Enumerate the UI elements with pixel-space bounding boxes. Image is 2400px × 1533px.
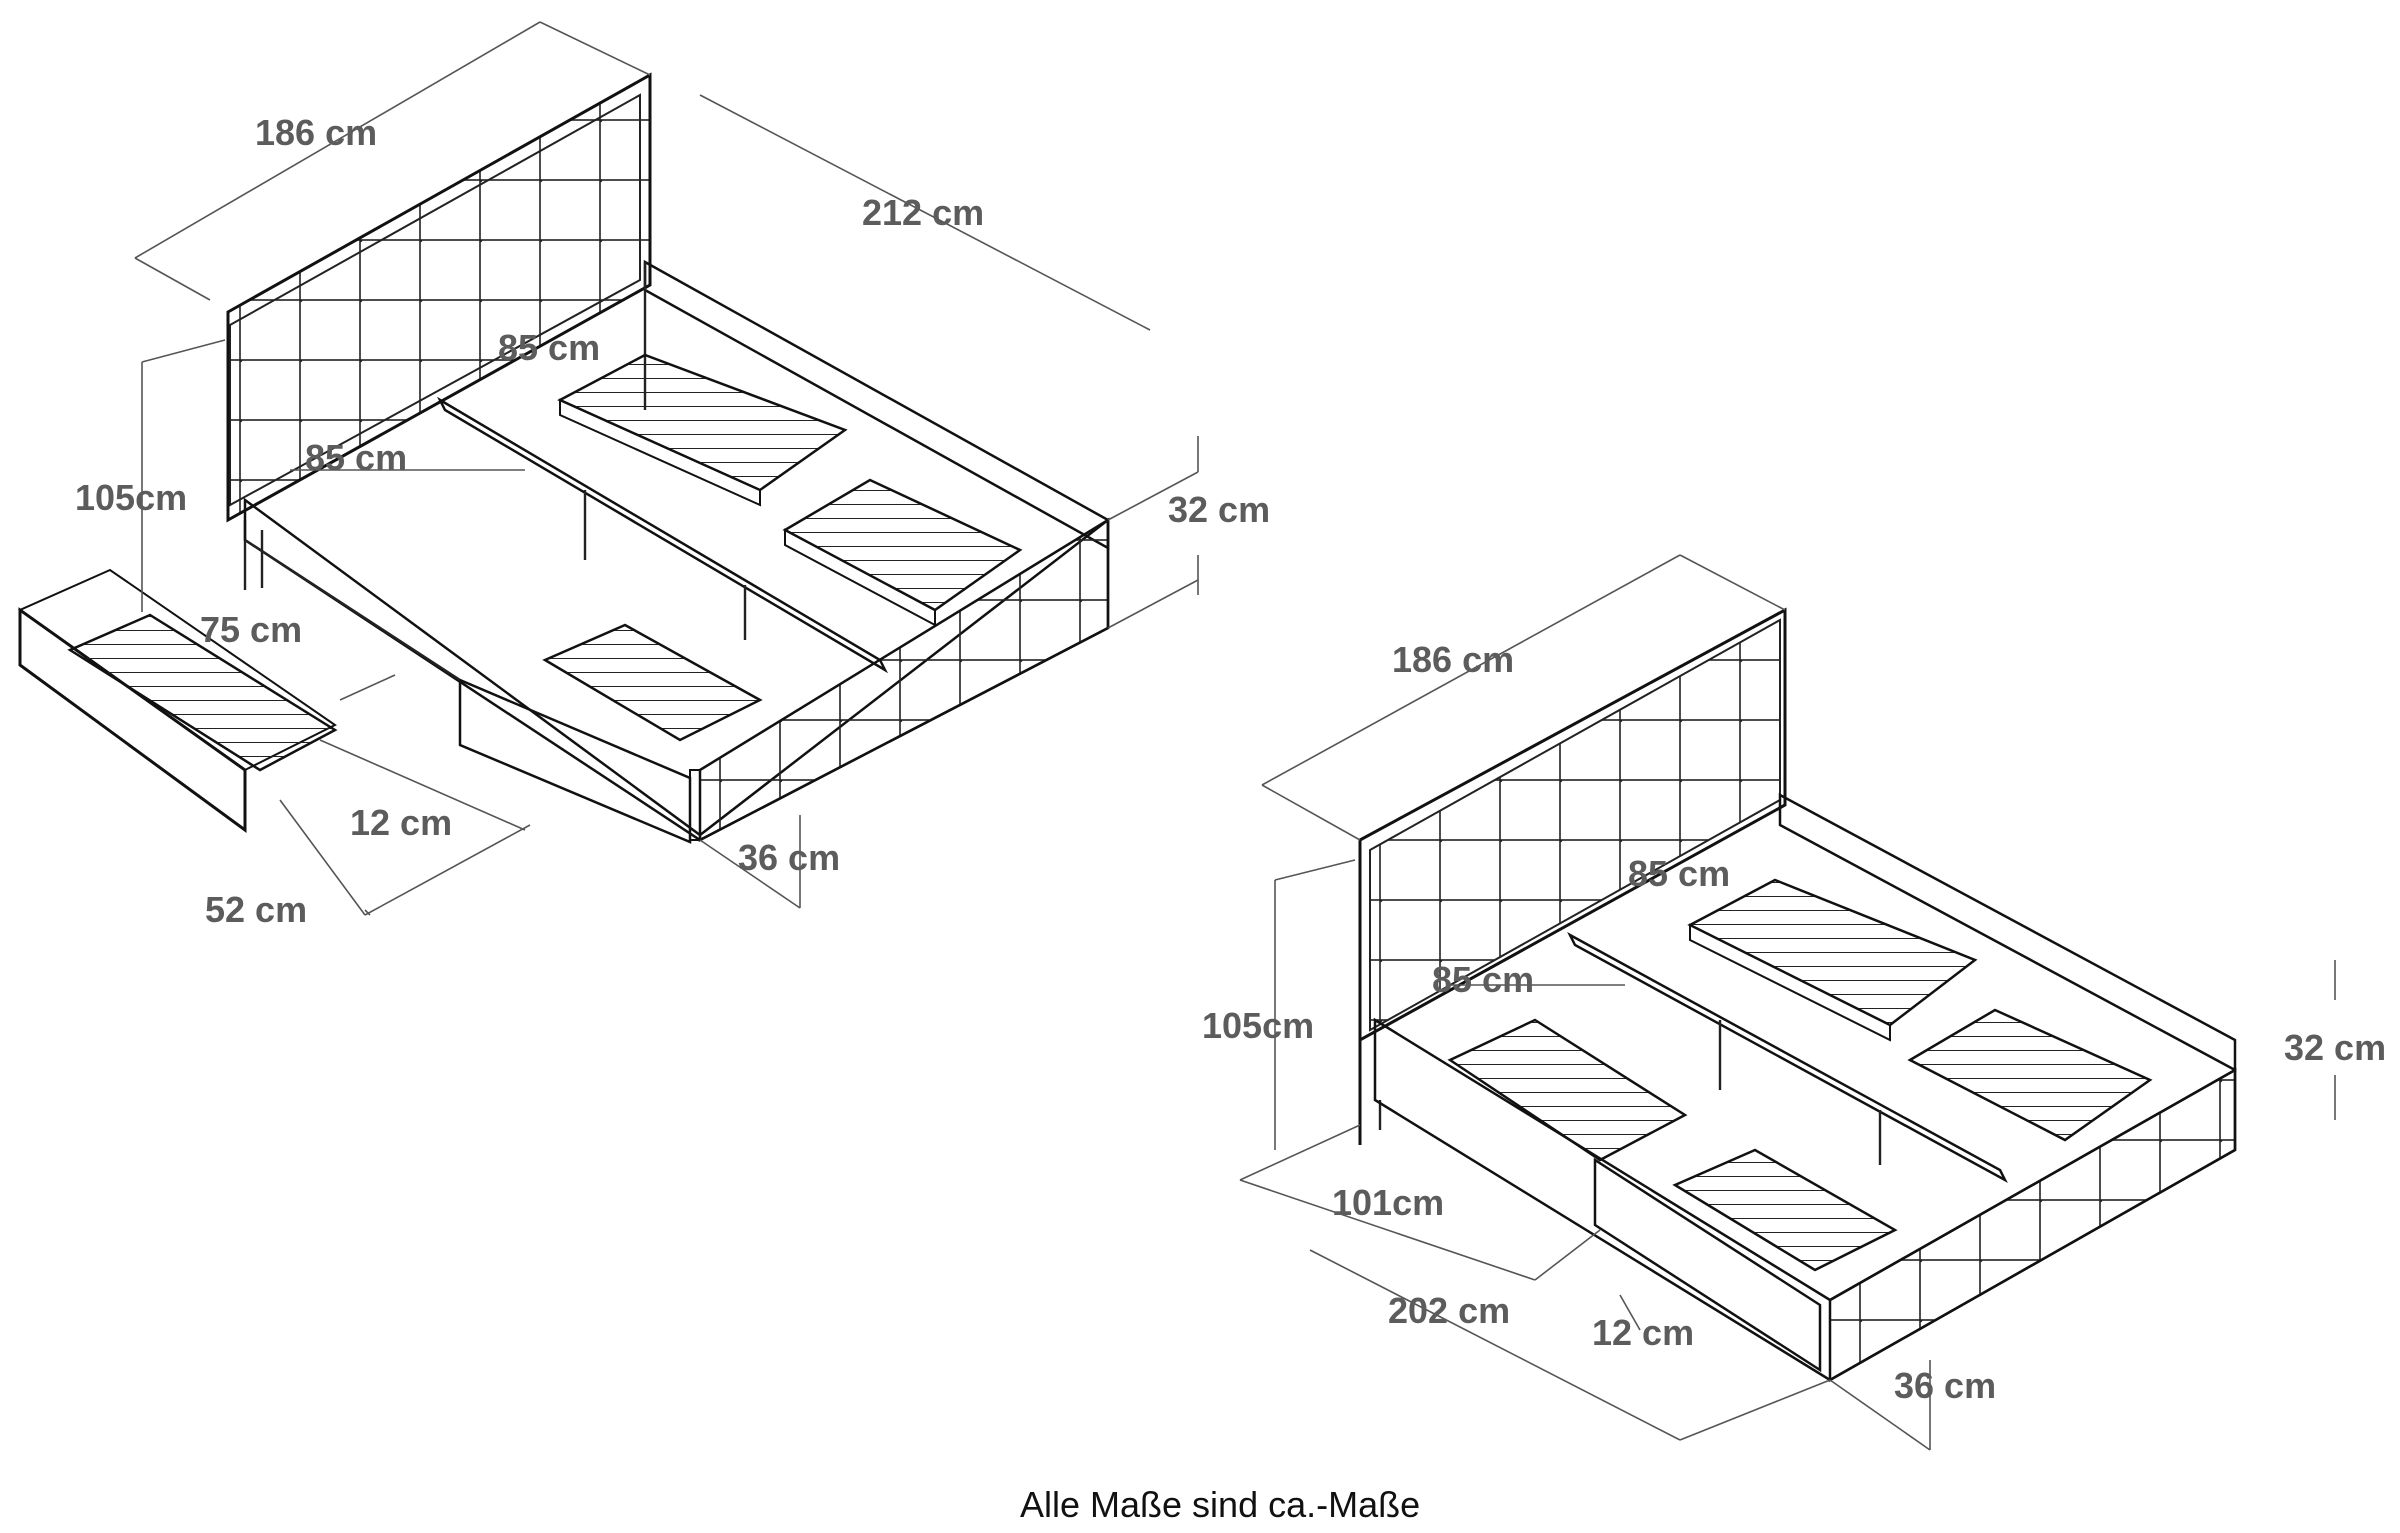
left-drawer-height-label: 12 cm: [350, 802, 452, 843]
caption: Alle Maße sind ca.-Maße: [1020, 1484, 1420, 1525]
right-drawer-back: [1687, 878, 1978, 1042]
left-dimension-lines: [134, 21, 1199, 916]
left-drawer-front: [542, 623, 763, 742]
right-drawer-left: [1447, 1018, 1688, 1162]
right-dimension-lines: [1239, 554, 2336, 1451]
right-center-beam: [1567, 931, 2008, 1184]
right-side-height-label: 32 cm: [2284, 1027, 2386, 1068]
right-drawer-front: [1672, 1148, 1898, 1272]
right-drawer-height-label: 12 cm: [1592, 1312, 1694, 1353]
right-half-length-label: 101cm: [1332, 1182, 1444, 1223]
left-drawer-back: [557, 353, 848, 507]
left-center-beam: [436, 396, 889, 674]
left-drawer-length-back-label: 85 cm: [498, 327, 600, 368]
left-bed-drawing: 186 cm 212 cm 85 cm 85 cm 105cm 32 cm 75…: [17, 21, 1270, 930]
right-length-label: 202 cm: [1388, 1290, 1510, 1331]
left-drawer-width-label: 75 cm: [200, 609, 302, 650]
left-headboard: [226, 72, 652, 590]
right-drawer-right: [1907, 1008, 2153, 1142]
left-side-height-label: 32 cm: [1168, 489, 1270, 530]
left-headboard-height-label: 105cm: [75, 477, 187, 518]
left-drawer-length-mid-label: 85 cm: [305, 437, 407, 478]
left-pulled-drawer: [17, 568, 338, 833]
left-drawer-depth-label: 52 cm: [205, 889, 307, 930]
right-bed-drawing: 186 cm 85 cm 85 cm 105cm 32 cm 101cm 202…: [1202, 554, 2386, 1451]
right-frame: [1373, 1017, 2237, 1383]
left-headboard-width-label: 186 cm: [255, 112, 377, 153]
left-frame-height-label: 36 cm: [738, 837, 840, 878]
right-headboard-width-label: 186 cm: [1392, 639, 1514, 680]
left-drawer-right: [782, 478, 1023, 627]
right-drawer-length-back-label: 85 cm: [1628, 853, 1730, 894]
right-headboard-height-label: 105cm: [1202, 1005, 1314, 1046]
left-length-label: 212 cm: [862, 192, 984, 233]
right-drawer-length-mid-label: 85 cm: [1432, 959, 1534, 1000]
right-frame-height-label: 36 cm: [1894, 1365, 1996, 1406]
